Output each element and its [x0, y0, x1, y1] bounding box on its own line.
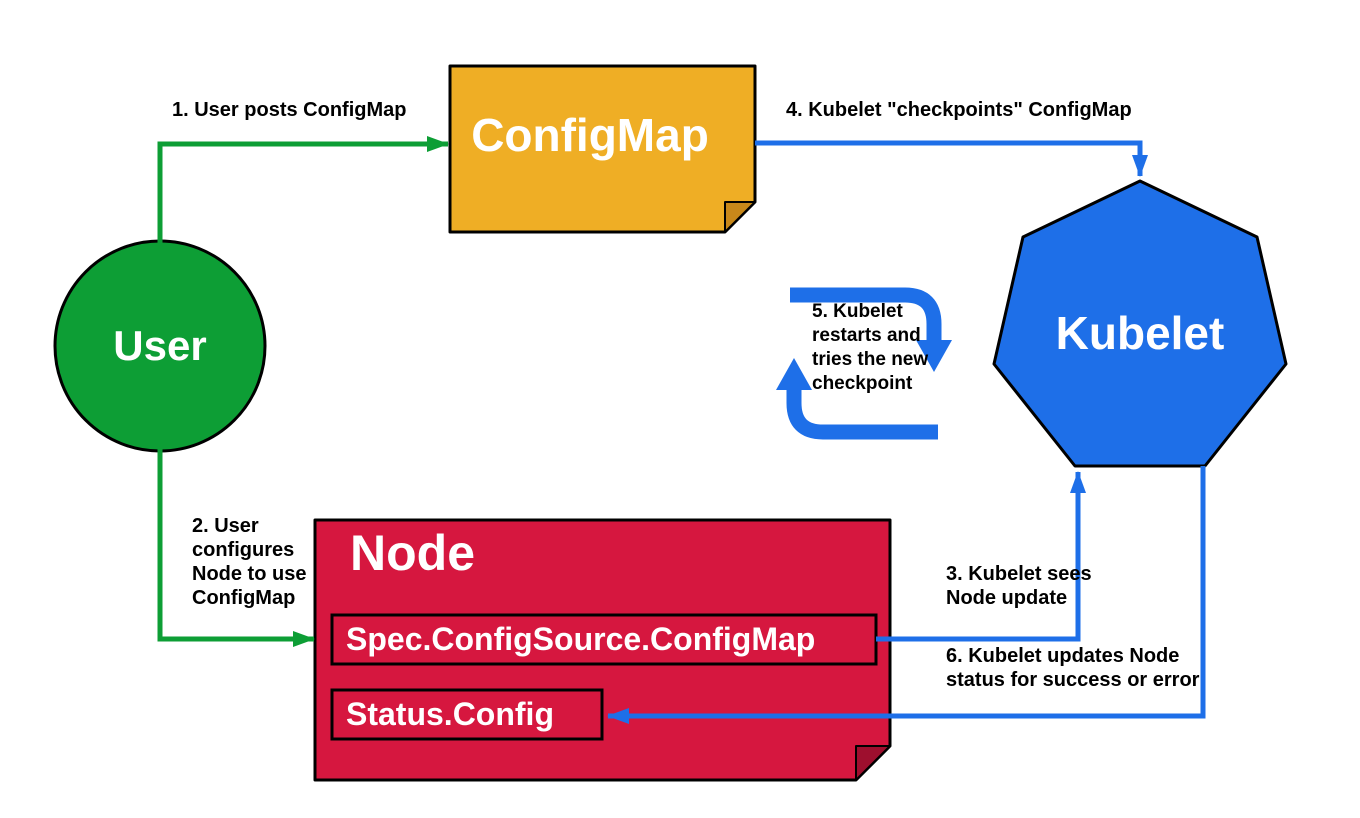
status-config-label: Status.Config [346, 696, 554, 732]
arrow-step1-user-to-configmap [157, 136, 449, 243]
node-folded-corner [855, 745, 891, 781]
arrow-step6-kubelet-to-node-status [607, 466, 1206, 724]
user-label: User [113, 322, 207, 369]
step1-label: 1. User posts ConfigMap [172, 99, 407, 121]
configmap-folded-corner [724, 201, 756, 233]
restart-loop-top-arc [790, 287, 942, 340]
arrow-step3-node-to-kubelet [876, 471, 1086, 642]
step4-label: 4. Kubelet "checkpoints" ConfigMap [786, 99, 1132, 121]
spec-configsource-label: Spec.ConfigSource.ConfigMap [346, 621, 816, 657]
step2-label: 2. User configures Node to use ConfigMap [192, 515, 307, 609]
step5-label: 5. Kubelet restarts and tries the new ch… [812, 301, 929, 394]
kubelet-label: Kubelet [1055, 307, 1225, 359]
step3-label: 3. Kubelet sees Node update [946, 563, 1092, 609]
step6-label: 6. Kubelet updates Node status for succe… [946, 645, 1200, 691]
arrow-step4-configmap-to-kubelet [755, 140, 1148, 177]
restart-loop-up-arrowhead [776, 358, 812, 390]
node-label: Node [350, 525, 475, 581]
status-config-box [330, 688, 604, 741]
restart-loop-down-arrowhead [916, 340, 952, 372]
arrow-step2-user-to-node [157, 449, 315, 647]
kubelet-heptagon-shape [992, 179, 1288, 468]
restart-loop-bottom-arc [786, 390, 938, 440]
configmap-label: ConfigMap [471, 109, 709, 161]
restart-loop-icon [776, 287, 952, 440]
